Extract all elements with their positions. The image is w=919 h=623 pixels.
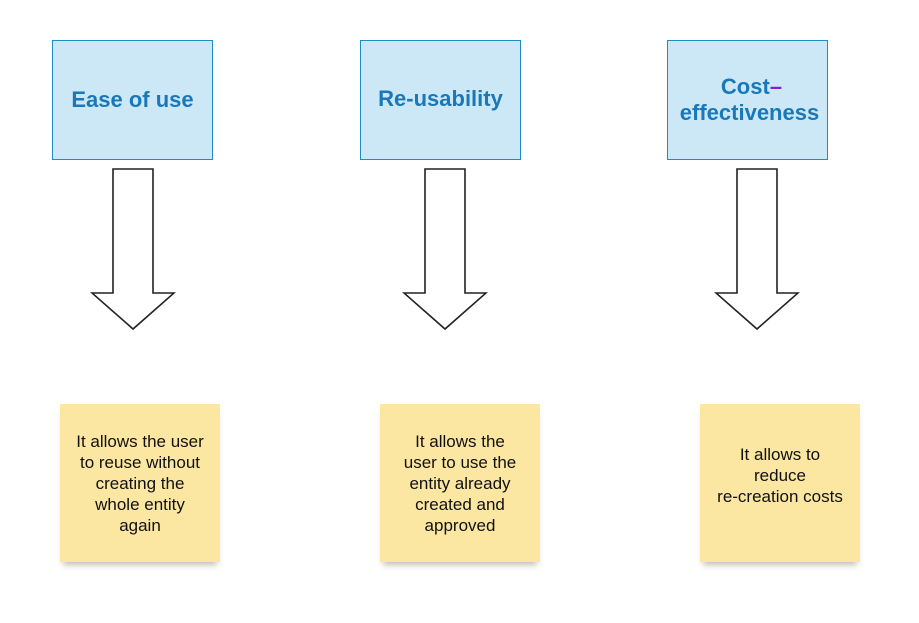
cost-effectiveness-note: It allows to reduce re-creation costs (700, 404, 860, 562)
down-arrow-icon (402, 168, 488, 331)
cost-effectiveness-heading-line1: Cost– (713, 74, 782, 100)
ease-of-use-box: Ease of use (52, 40, 213, 160)
heading-dash: – (769, 74, 783, 99)
down-arrow-icon (714, 168, 800, 331)
ease-of-use-heading: Ease of use (71, 87, 194, 112)
cost-heading-word: Cost (720, 74, 770, 99)
re-usability-box: Re-usability (360, 40, 521, 160)
cost-effectiveness-box: Cost– effectiveness (667, 40, 828, 160)
cost-effectiveness-heading-line2: effectiveness (679, 100, 820, 125)
re-usability-heading: Re-usability (378, 86, 503, 111)
re-usability-note: It allows the user to use the entity alr… (380, 404, 540, 562)
down-arrow-icon (90, 168, 176, 331)
ease-of-use-note: It allows the user to reuse without crea… (60, 404, 220, 562)
